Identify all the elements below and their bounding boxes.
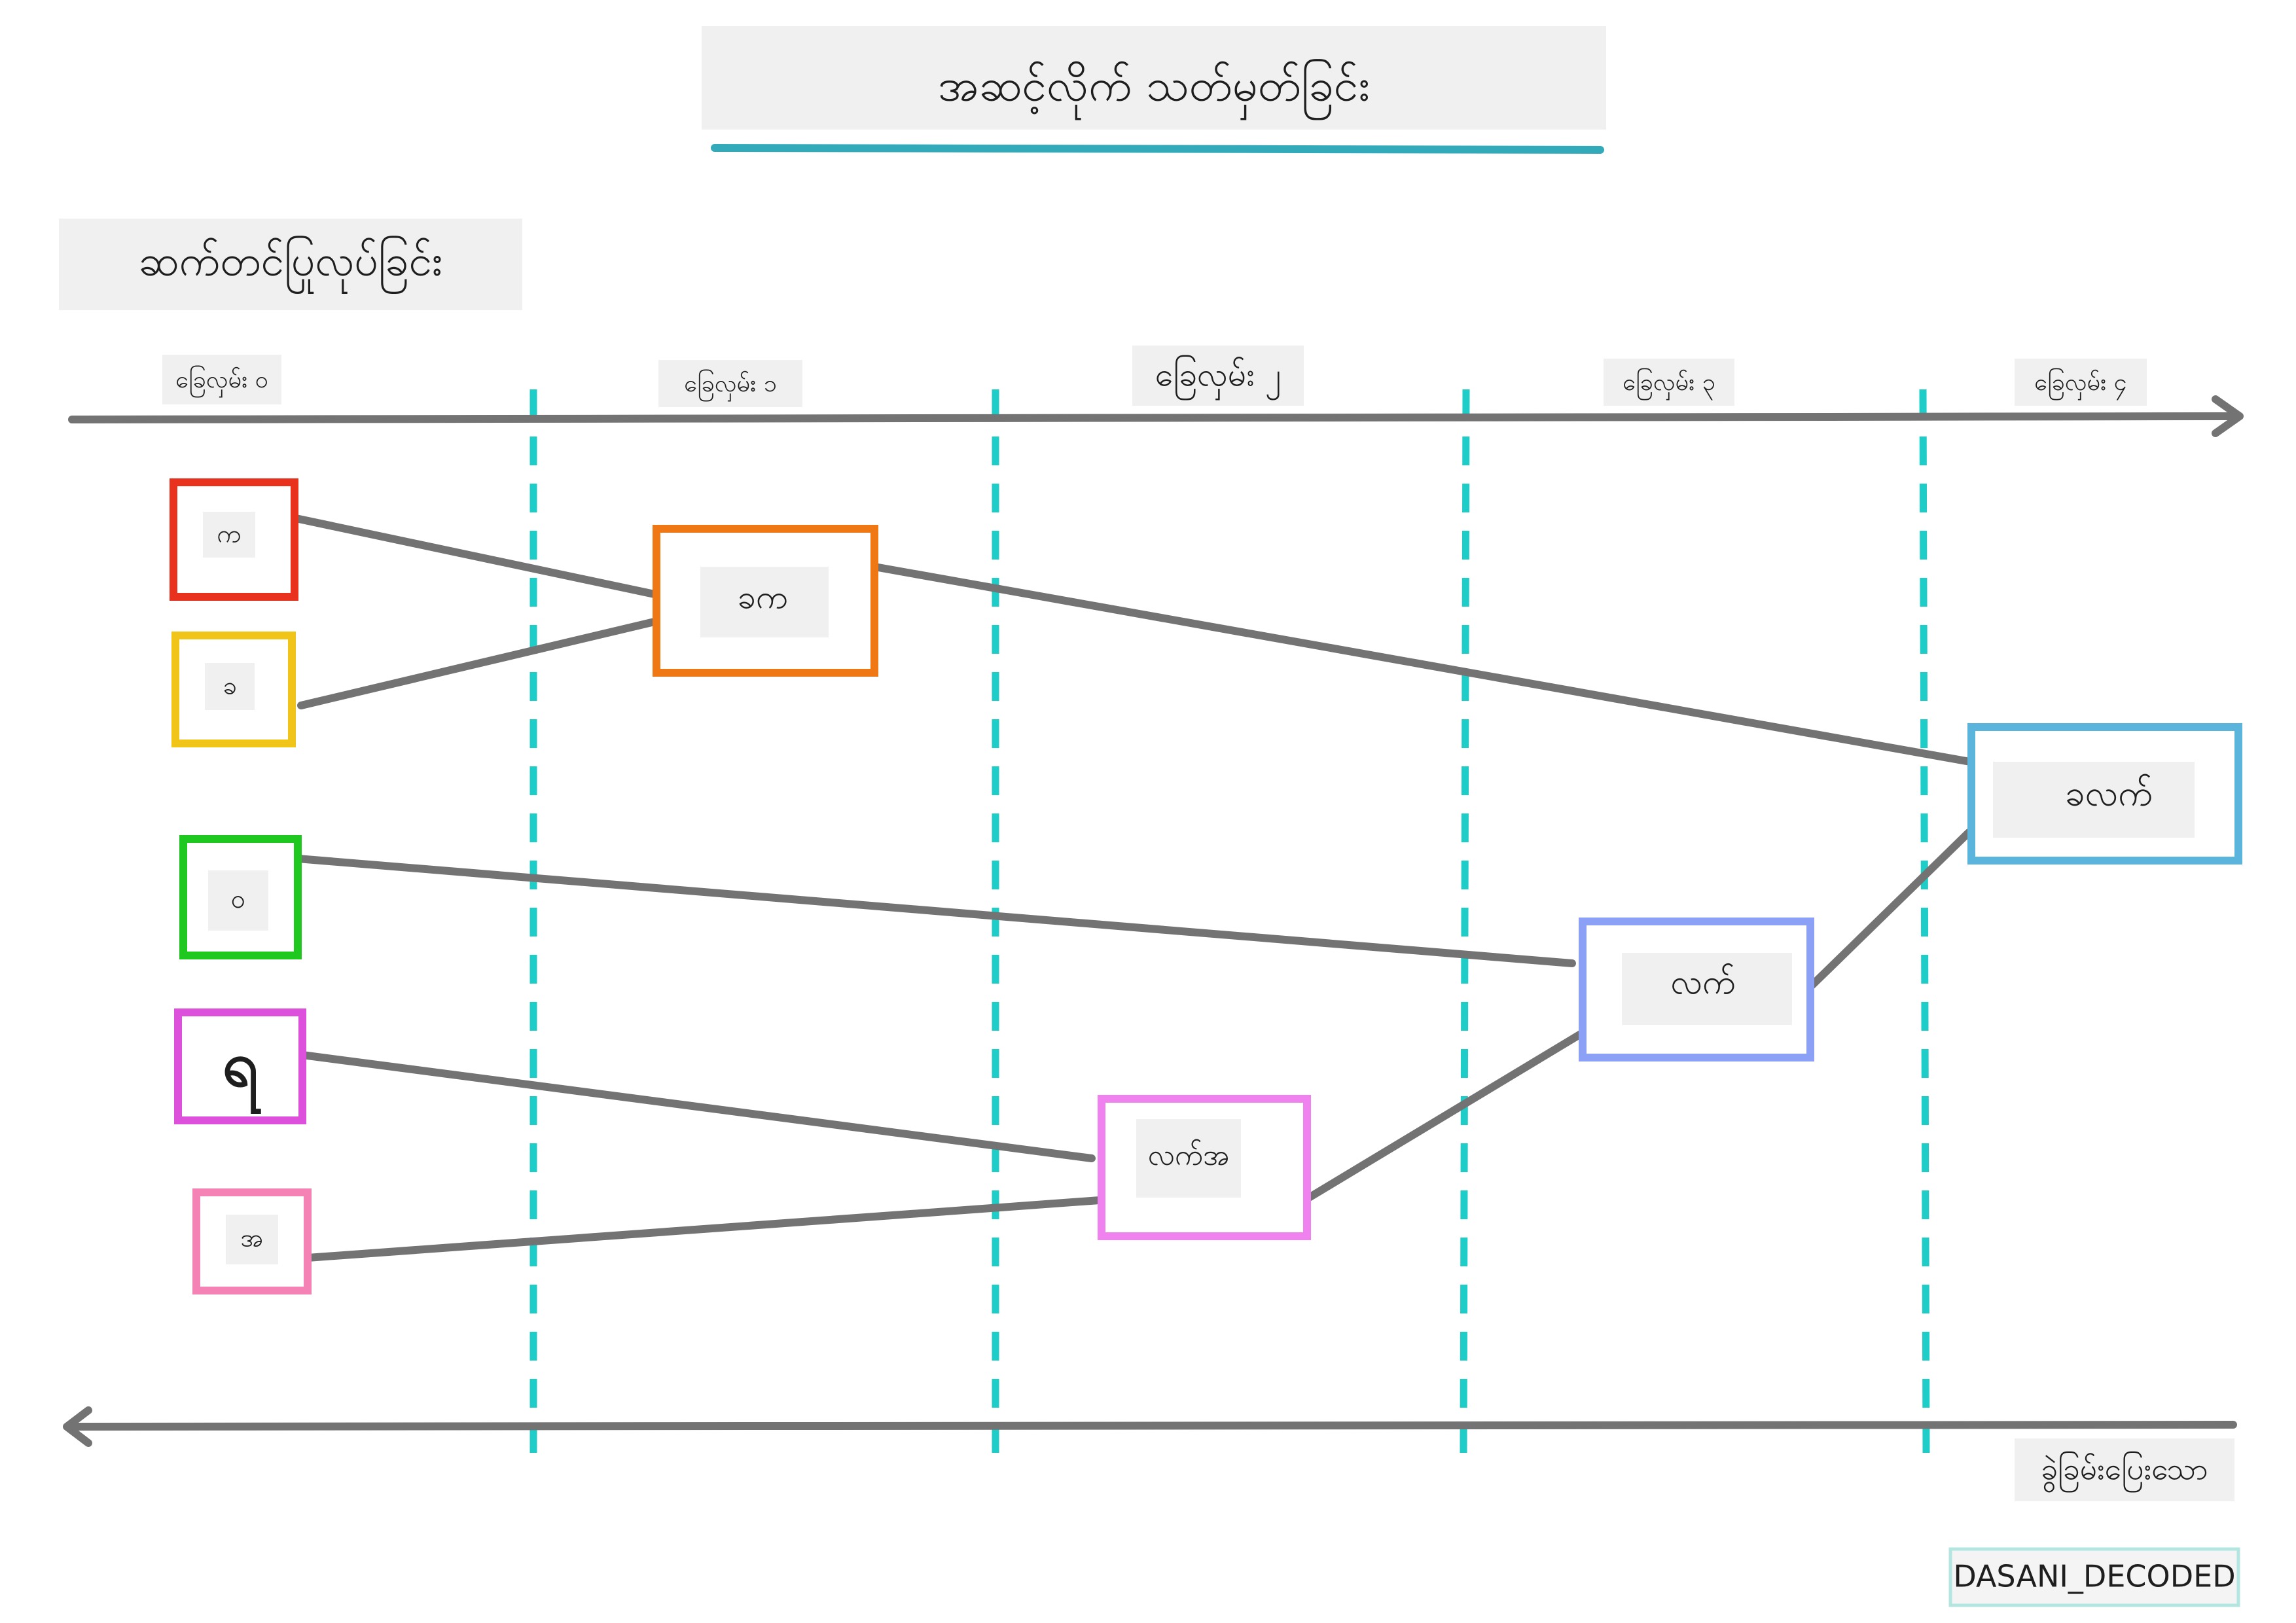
- merge-node-label: ခက: [737, 579, 787, 616]
- edge-wa-to-let: [294, 855, 1576, 967]
- input-node-label: က: [217, 520, 241, 548]
- input-node-label: ခ: [223, 671, 236, 700]
- step-labels: ခြေလှမ်း ၀ ခြေလှမ်း ၁ ခြေလှမ်း ၂ ခြေလှမ်…: [162, 346, 2147, 407]
- watermark-text: DASANI_DECODED: [1953, 1559, 2235, 1594]
- input-node-ya: ရ: [174, 1008, 306, 1124]
- merge-node-let: လက်: [1579, 918, 1814, 1061]
- backward-label-group: ခွဲခြမ်းပြေးသော: [2015, 1438, 2234, 1501]
- edge-let-to-kha-let: [1806, 829, 1973, 991]
- step-divider-4: [1919, 389, 1930, 1454]
- merge-node-label: လက်: [1670, 963, 1736, 1002]
- step-label-2: ခြေလှမ်း ၂: [1155, 355, 1281, 401]
- input-node-wa: ဝ: [179, 835, 302, 959]
- step-divider-3: [1460, 389, 1470, 1454]
- edge-kha-to-kha-ka: [297, 618, 658, 709]
- input-node-a: အ: [192, 1188, 312, 1294]
- edge-ya-to-let-a: [298, 1051, 1096, 1162]
- merge-node-let-a: လက်အ: [1098, 1095, 1311, 1240]
- input-node-label: ရ: [222, 1027, 260, 1114]
- merge-nodes: ခက လက်အ လက် ခလက်: [653, 525, 2242, 1240]
- watermark-group: DASANI_DECODED: [1948, 1547, 2240, 1607]
- forward-label-group: ဆက်တင်ပြုလုပ်ခြင်း: [59, 219, 522, 310]
- merge-node-label: ခလက်: [2065, 773, 2153, 814]
- edge-kha-ka-to-kha-let: [870, 563, 1974, 766]
- input-node-ka: က: [170, 478, 298, 601]
- page-title: အဆင့်လိုက် သတ်မှတ်ခြင်း: [938, 58, 1369, 120]
- forward-direction-label: ဆက်တင်ပြုလုပ်ခြင်း: [139, 236, 443, 294]
- step-label-4: ခြေလှမ်း ၄: [2034, 368, 2127, 401]
- edge-let-a-to-let: [1305, 1030, 1585, 1202]
- step-label-3: ခြေလှမ်း ၃: [1623, 368, 1715, 401]
- edge-a-to-let-a: [304, 1196, 1103, 1262]
- input-node-kha: ခ: [171, 632, 296, 747]
- step-label-0: ခြေလှမ်း ၀: [175, 366, 268, 398]
- backward-arrow: [63, 1406, 2237, 1447]
- connectors: [292, 514, 1974, 1262]
- input-node-label: အ: [241, 1224, 264, 1253]
- step-dividers: [529, 389, 1930, 1454]
- title-underline: [711, 144, 1604, 154]
- backward-direction-label: ခွဲခြမ်းပြေးသော: [2041, 1451, 2208, 1493]
- step-label-1: ခြေလှမ်း ၁: [684, 370, 777, 402]
- edge-ka-to-kha-ka: [292, 514, 658, 598]
- title-group: အဆင့်လိုက် သတ်မှတ်ခြင်း: [702, 26, 1606, 154]
- input-node-label: ဝ: [231, 884, 245, 914]
- input-nodes: က ခ ဝ ရ အ: [170, 478, 312, 1294]
- merge-node-label: လက်အ: [1148, 1139, 1230, 1172]
- merge-node-kha-let: ခလက်: [1967, 723, 2242, 865]
- merge-node-kha-ka: ခက: [653, 525, 878, 677]
- forward-arrow: [68, 395, 2244, 437]
